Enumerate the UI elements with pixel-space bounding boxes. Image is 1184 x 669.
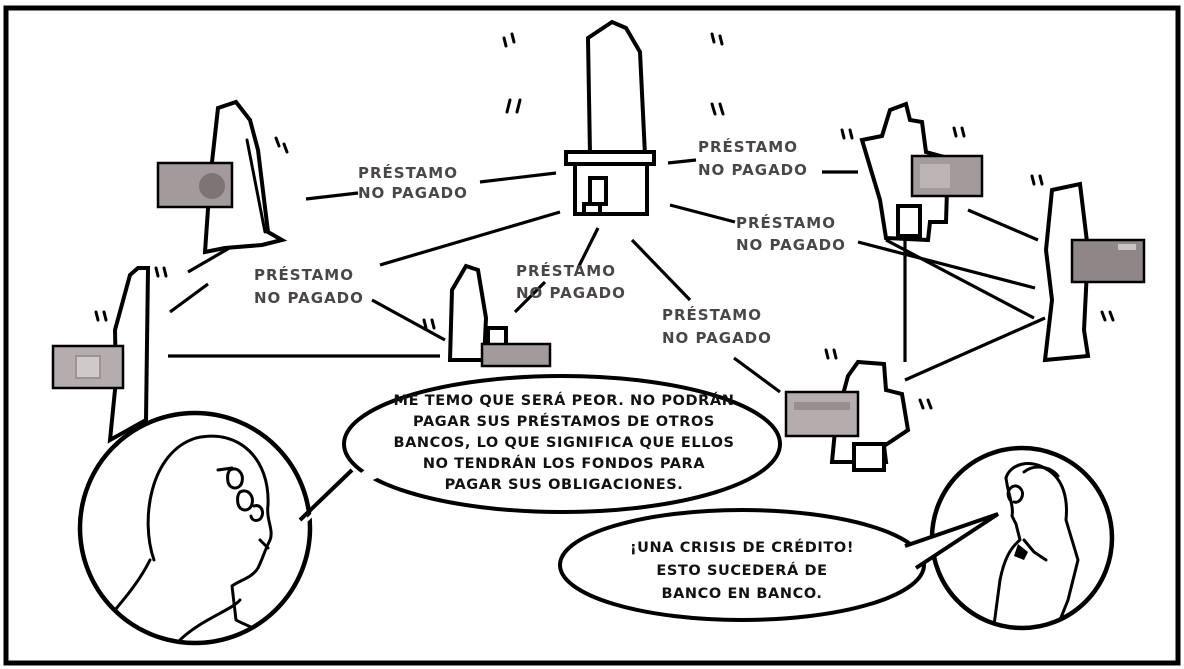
speech-bubble-right: ¡UNA CRISIS DE CRÉDITO! ESTO SUCEDERÁ DE… — [558, 508, 1000, 622]
right-character-portrait — [929, 445, 1115, 631]
speech-line: BANCO EN BANCO. — [661, 586, 822, 602]
bank-building-icon — [107, 266, 151, 444]
banknote-icon — [910, 154, 984, 198]
loan-label: NO PAGADO — [736, 236, 846, 254]
speech-line: ME TEMO QUE SERÁ PEOR. NO PODRÁN — [394, 392, 735, 409]
speech-line: PAGAR SUS PRÉSTAMOS DE OTROS — [413, 413, 715, 430]
speech-line: ¡UNA CRISIS DE CRÉDITO! — [630, 539, 854, 556]
banknote-icon — [51, 344, 125, 390]
bank-building-icon — [202, 99, 288, 255]
banknote-icon — [156, 161, 234, 209]
loan-label: NO PAGADO — [516, 284, 626, 302]
loan-label: PRÉSTAMO — [516, 261, 616, 280]
loan-label: NO PAGADO — [358, 184, 468, 202]
loan-label: NO PAGADO — [254, 289, 364, 307]
loan-label: NO PAGADO — [698, 161, 808, 179]
banknote-icon — [784, 390, 860, 438]
speech-bubble-left: ME TEMO QUE SERÁ PEOR. NO PODRÁN PAGAR S… — [298, 374, 782, 524]
bank-building-icon — [564, 19, 656, 216]
bank-network-lines — [168, 158, 1046, 394]
loan-label: PRÉSTAMO — [254, 265, 354, 284]
bank-building-icon — [447, 263, 552, 368]
loan-label: PRÉSTAMO — [358, 163, 458, 182]
speech-line: NO TENDRÁN LOS FONDOS PARA — [423, 455, 705, 472]
left-character-portrait — [77, 410, 313, 646]
banknote-icon — [1070, 238, 1146, 284]
loan-label: PRÉSTAMO — [736, 213, 836, 232]
shake-marks-icon — [94, 32, 1115, 410]
speech-line: ESTO SUCEDERÁ DE — [656, 562, 827, 579]
speech-line: BANCOS, LO QUE SIGNIFICA QUE ELLOS — [393, 435, 734, 451]
loan-label: PRÉSTAMO — [662, 305, 762, 324]
loan-label: PRÉSTAMO — [698, 137, 798, 156]
speech-line: PAGAR SUS OBLIGACIONES. — [445, 477, 684, 493]
loan-label: NO PAGADO — [662, 329, 772, 347]
bank-building-icon — [1042, 181, 1091, 363]
